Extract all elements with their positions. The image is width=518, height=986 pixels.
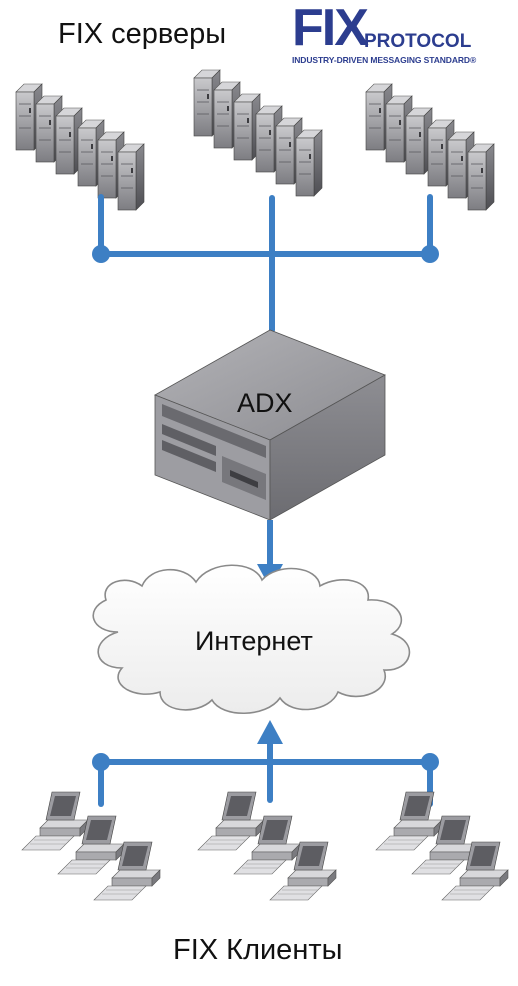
client-group-right (375, 791, 509, 901)
logo-main-text: FIX (292, 0, 369, 57)
clients-label: FIX Клиенты (173, 934, 343, 966)
fix-protocol-logo: FIX PROTOCOL INDUSTRY-DRIVEN MESSAGING S… (292, 0, 514, 70)
internet-label: Интернет (195, 626, 313, 656)
server-group-right (365, 83, 495, 211)
client-group-middle (197, 791, 337, 901)
bus-node-left (92, 245, 110, 263)
server-group-left (15, 83, 145, 211)
bus-node-right (421, 245, 439, 263)
client-bus (98, 739, 433, 807)
internet-cloud (92, 564, 411, 715)
logo-tagline: INDUSTRY-DRIVEN MESSAGING STANDARD® (292, 55, 477, 65)
client-node-right (421, 753, 439, 771)
client-group-left (21, 791, 161, 901)
server-bus (98, 194, 433, 333)
servers-label: FIX серверы (58, 18, 227, 50)
logo-sub-text: PROTOCOL (364, 31, 472, 52)
gateway-label: ADX (237, 388, 293, 418)
server-group-middle (193, 69, 323, 197)
internet-to-clients-arrow (257, 720, 283, 744)
client-node-left (92, 753, 110, 771)
gateway-appliance (154, 329, 386, 521)
